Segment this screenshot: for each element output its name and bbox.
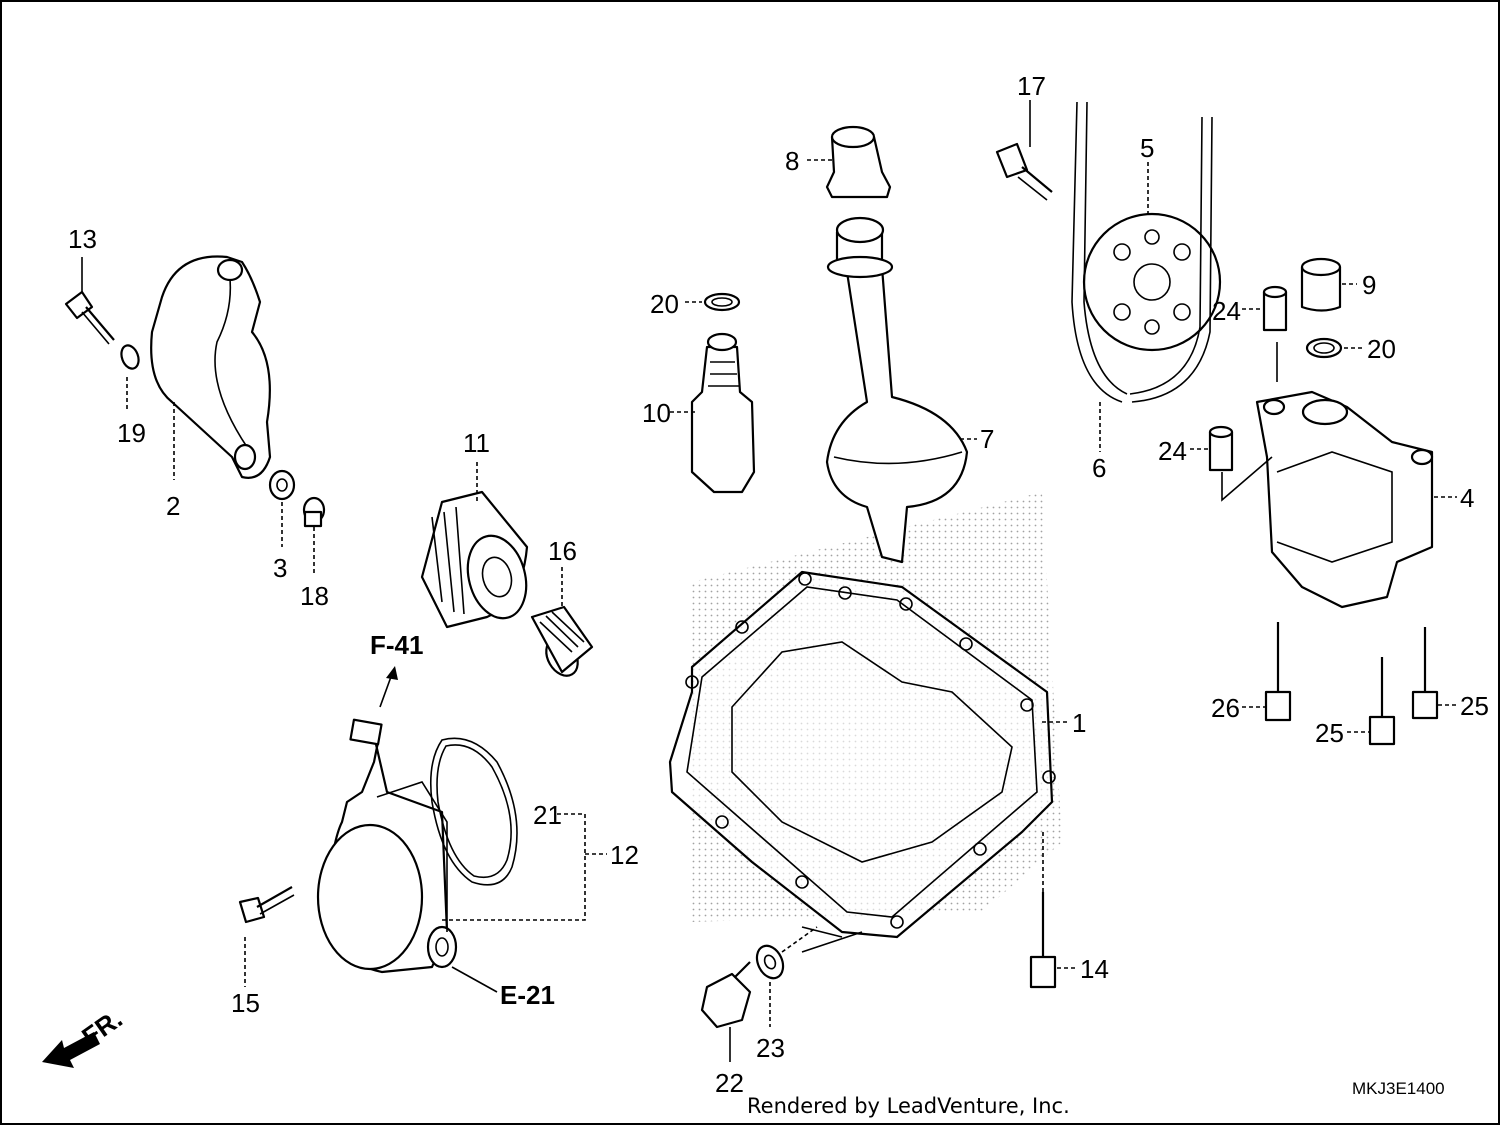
callout-22[interactable]: 22 [715, 1068, 744, 1098]
callout-18[interactable]: 18 [300, 581, 329, 611]
oil-pan-1[interactable] [668, 570, 1056, 953]
bolt-25-right[interactable] [1411, 627, 1439, 720]
callout-4[interactable]: 4 [1460, 483, 1474, 513]
callout-2[interactable]: 2 [166, 491, 180, 521]
o-ring-20-left[interactable] [703, 292, 741, 312]
oil-pump-sprocket-5[interactable] [1082, 212, 1222, 352]
cover-2[interactable] [150, 255, 272, 479]
callout-25-left[interactable]: 25 [1315, 718, 1344, 748]
callout-5[interactable]: 5 [1140, 133, 1154, 163]
collar-18[interactable] [302, 496, 326, 528]
oil-pump-4[interactable] [1255, 390, 1434, 609]
callout-21[interactable]: 21 [533, 800, 562, 830]
callout-11[interactable]: 11 [463, 428, 490, 458]
sealing-washer-23[interactable] [752, 942, 788, 983]
drive-chain-6[interactable] [1071, 101, 1213, 403]
o-ring-20-right[interactable] [1305, 337, 1343, 359]
bolt-14[interactable] [1029, 892, 1057, 989]
oil-strainer-7[interactable] [825, 216, 969, 564]
leader-21-bracket [442, 813, 586, 921]
drain-bolt-22[interactable] [700, 961, 752, 1029]
leader-lines [81, 100, 1457, 1062]
callout-17[interactable]: 17 [1017, 71, 1046, 101]
diagram-code: MKJ3E1400 [1352, 1079, 1445, 1098]
oil-cooler-12[interactable] [316, 718, 458, 974]
callout-24-lower[interactable]: 24 [1158, 436, 1187, 466]
callout-9[interactable]: 9 [1362, 270, 1376, 300]
grommet-3[interactable] [268, 469, 296, 501]
bolt-17[interactable] [995, 142, 1053, 201]
callout-25-right[interactable]: 25 [1460, 691, 1489, 721]
callout-3[interactable]: 3 [273, 553, 287, 583]
callout-13[interactable]: 13 [68, 224, 97, 254]
callout-20-right[interactable]: 20 [1367, 334, 1396, 364]
callout-14[interactable]: 14 [1080, 954, 1109, 984]
collar-9[interactable] [1300, 257, 1342, 312]
front-direction-arrow-icon: FR. [42, 1003, 128, 1068]
callout-12[interactable]: 12 [610, 840, 639, 870]
dowel-pin-24-upper[interactable] [1262, 285, 1288, 332]
footer-credit: Rendered by LeadVenture, Inc. [747, 1094, 1070, 1118]
bolt-25-left[interactable] [1368, 657, 1396, 746]
callout-10[interactable]: 10 [642, 398, 671, 428]
callout-24-upper[interactable]: 24 [1212, 296, 1241, 326]
reference-e21[interactable]: E-21 [500, 980, 555, 1010]
oil-filter-11[interactable] [420, 490, 535, 629]
dowel-pin-24-lower[interactable] [1208, 425, 1234, 472]
callout-20-left[interactable]: 20 [650, 289, 679, 319]
gasket-21[interactable] [429, 737, 518, 886]
callout-8[interactable]: 8 [785, 146, 799, 176]
callout-6[interactable]: 6 [1092, 453, 1106, 483]
oil-pressure-switch-10[interactable] [690, 332, 756, 494]
callout-1[interactable]: 1 [1072, 708, 1086, 738]
filler-cap-8[interactable] [825, 125, 892, 199]
bolt-13[interactable] [64, 290, 115, 345]
callout-16[interactable]: 16 [548, 536, 577, 566]
bolt-16[interactable] [530, 605, 594, 681]
callout-26[interactable]: 26 [1211, 693, 1240, 723]
bolt-15[interactable] [238, 886, 295, 924]
callout-19[interactable]: 19 [117, 418, 146, 448]
reference-f41[interactable]: F-41 [370, 630, 423, 660]
callout-7[interactable]: 7 [980, 424, 994, 454]
callout-15[interactable]: 15 [231, 988, 260, 1018]
bolt-26[interactable] [1264, 622, 1292, 722]
washer-19[interactable] [118, 343, 141, 371]
callout-labels: 1 2 3 4 5 6 7 8 9 10 11 12 13 14 15 16 1… [68, 71, 1489, 1098]
callout-23[interactable]: 23 [756, 1033, 785, 1063]
